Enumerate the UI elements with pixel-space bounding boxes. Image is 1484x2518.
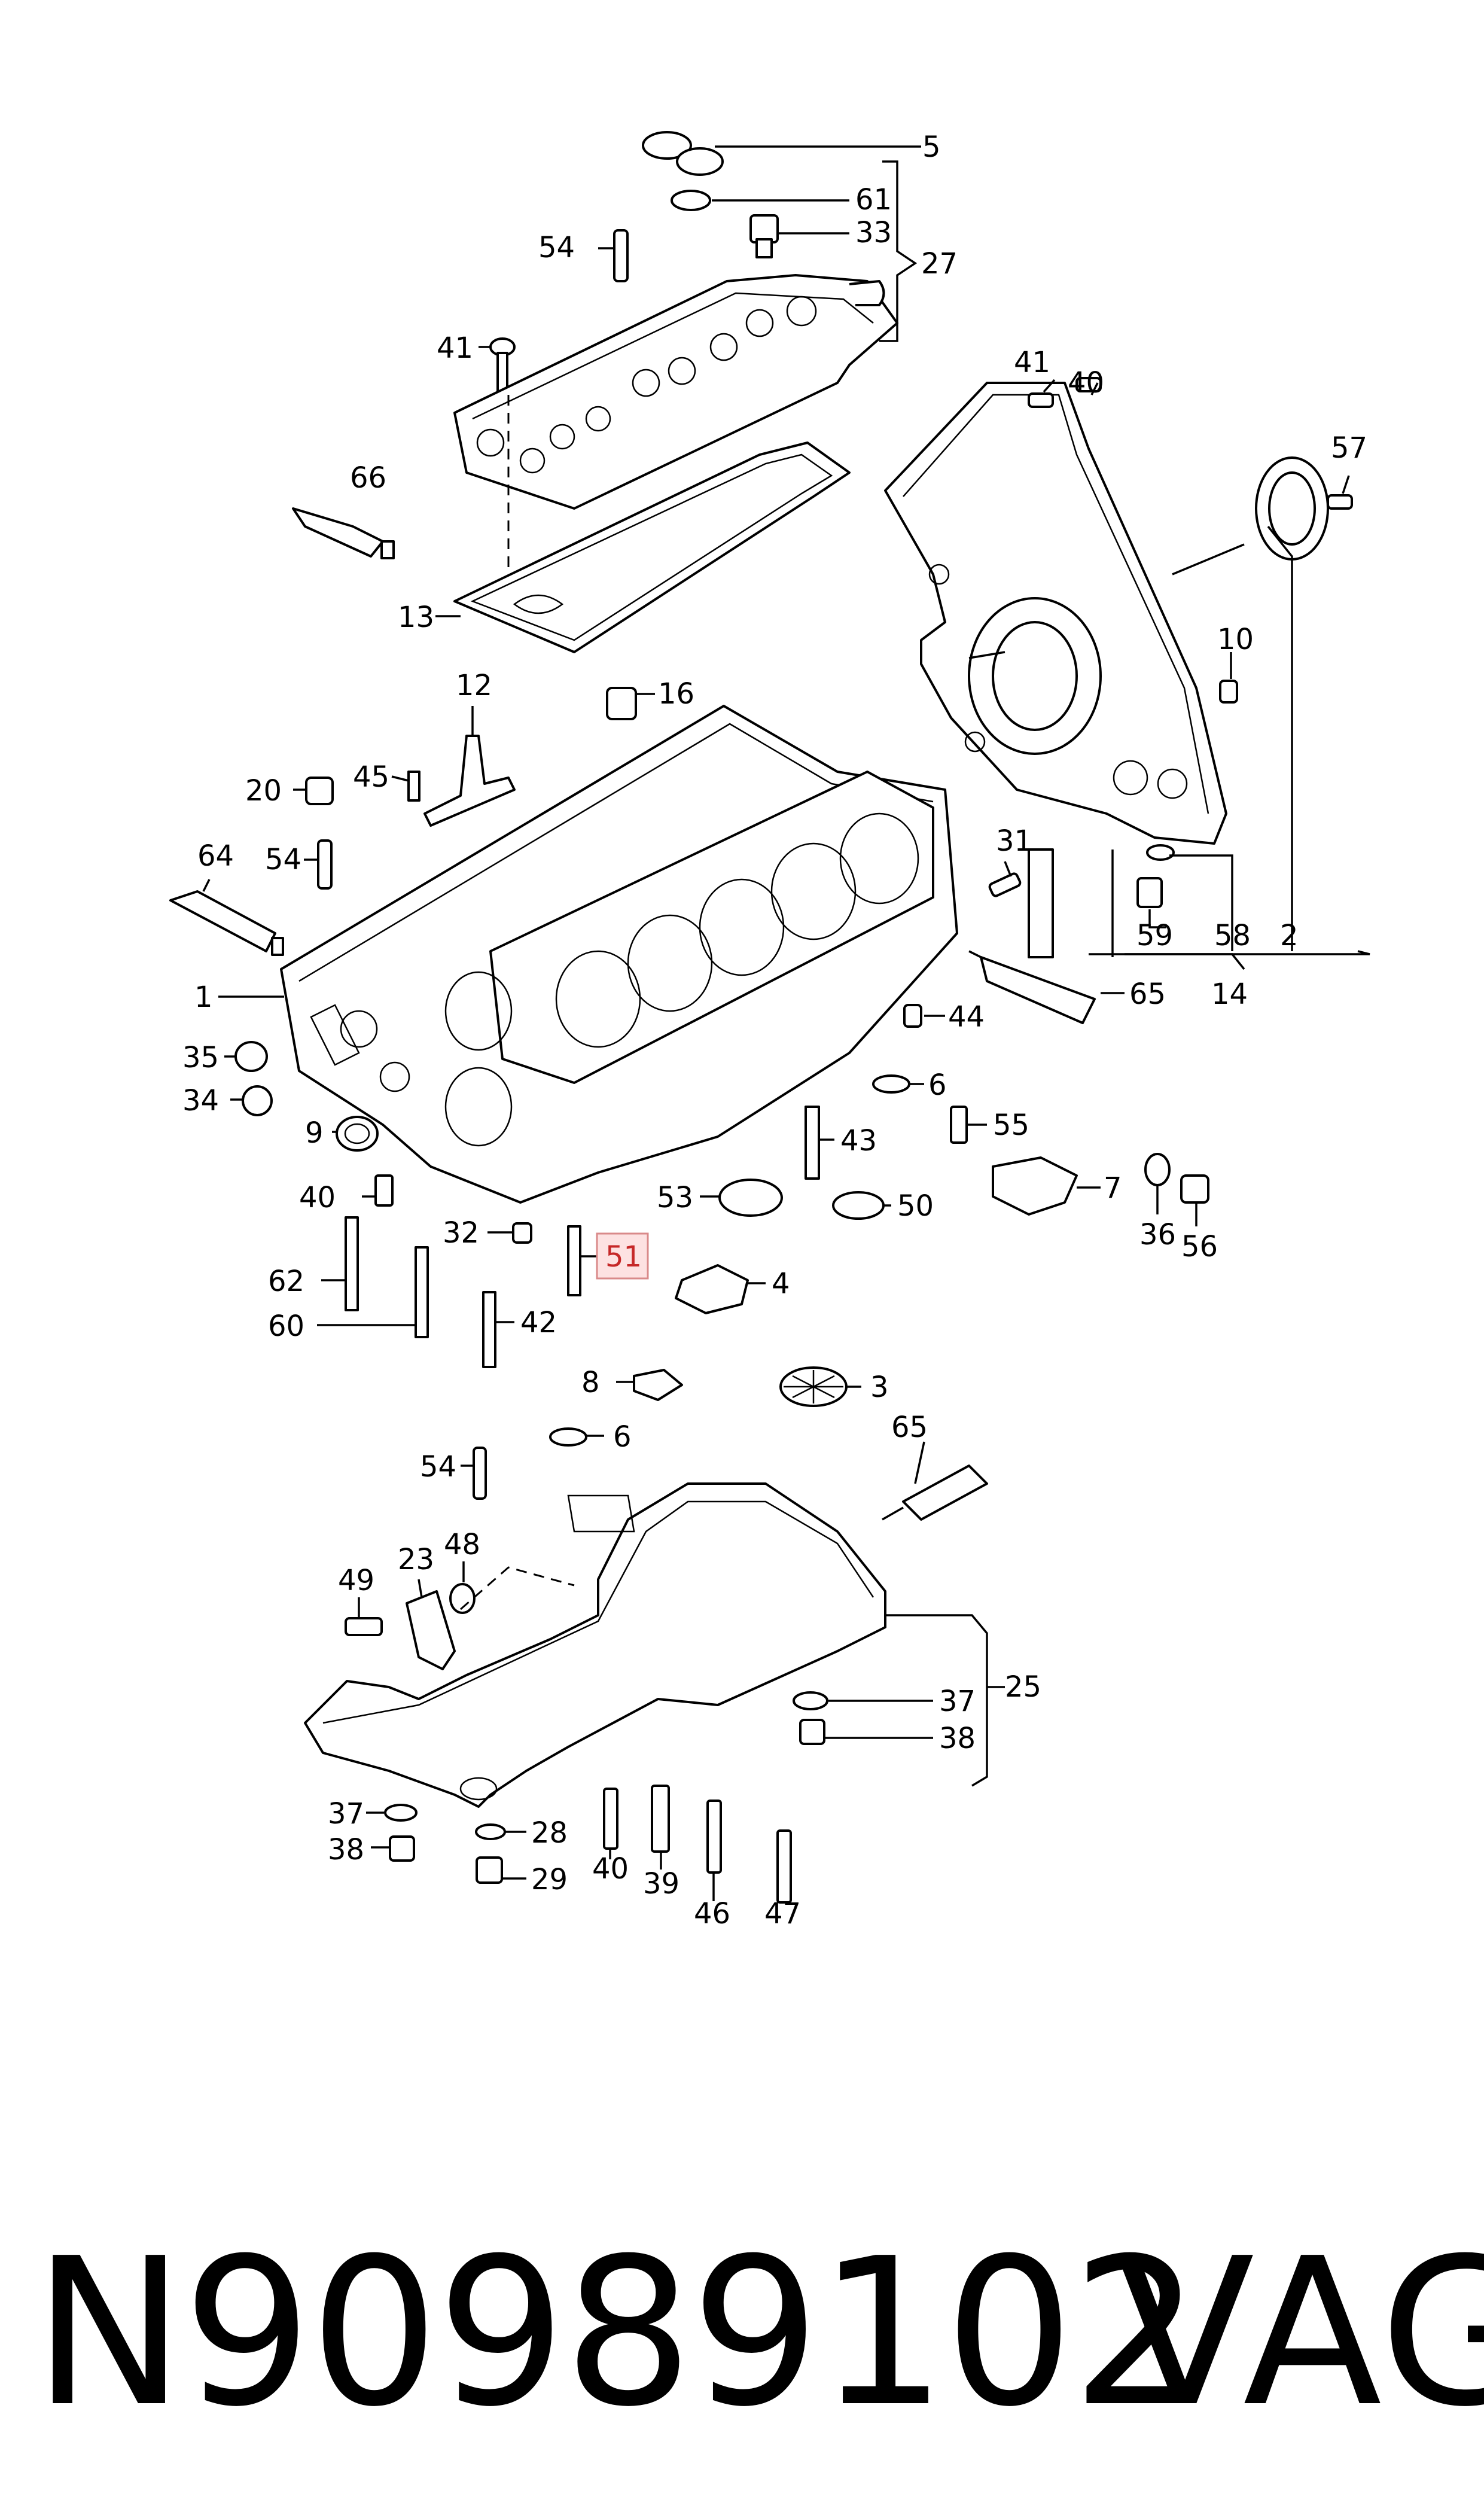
part-number-caption: N90989102 <box>33 2215 1201 2452</box>
leader-lines <box>202 145 1370 1902</box>
callout-54: 54 <box>538 231 575 264</box>
callout-31: 31 <box>996 824 1032 858</box>
callout-56: 56 <box>1181 1230 1218 1263</box>
callout-32: 32 <box>443 1216 479 1250</box>
callout-25: 25 <box>1005 1670 1041 1704</box>
callout-54: 54 <box>420 1450 456 1484</box>
callout-38: 38 <box>939 1722 976 1755</box>
callout-61: 61 <box>855 183 892 217</box>
callout-55: 55 <box>993 1109 1029 1142</box>
callout-45: 45 <box>353 760 389 794</box>
callout-5: 5 <box>922 130 941 164</box>
callout-34: 34 <box>182 1084 219 1118</box>
callout-41: 41 <box>1014 346 1050 379</box>
callout-14: 14 <box>1211 978 1248 1011</box>
callout-37: 37 <box>328 1797 364 1831</box>
part-lower-section-group <box>304 1447 988 1904</box>
callout-28: 28 <box>531 1816 568 1850</box>
brand-caption: VAG <box>1116 2215 1484 2452</box>
callout-1: 1 <box>194 981 213 1014</box>
callout-48: 48 <box>444 1528 480 1561</box>
callout-65: 65 <box>891 1411 928 1444</box>
callout-40: 40 <box>1068 366 1104 400</box>
callout-13: 13 <box>398 601 434 634</box>
callout-10: 10 <box>1217 623 1254 656</box>
callout-20: 20 <box>245 774 282 808</box>
callout-37: 37 <box>939 1685 976 1718</box>
callout-27: 27 <box>921 247 958 281</box>
callout-29: 29 <box>531 1863 568 1896</box>
callout-65: 65 <box>1129 978 1166 1011</box>
callout-62: 62 <box>268 1265 304 1298</box>
callout-53: 53 <box>657 1181 693 1214</box>
callout-7: 7 <box>1104 1171 1122 1205</box>
callout-12: 12 <box>456 669 492 702</box>
callout-labels: 5 61 33 27 54 41 66 13 41 40 57 10 12 16… <box>182 130 1367 1931</box>
callout-57: 57 <box>1331 431 1367 465</box>
callout-6: 6 <box>613 1420 632 1454</box>
callout-58: 58 <box>1214 919 1251 952</box>
callout-47: 47 <box>764 1897 801 1931</box>
callout-42: 42 <box>520 1306 557 1339</box>
callout-60: 60 <box>268 1310 304 1343</box>
part-engine-block-group <box>169 687 1209 1447</box>
callout-46: 46 <box>694 1897 730 1931</box>
callout-38: 38 <box>328 1833 364 1867</box>
callout-50: 50 <box>897 1189 934 1223</box>
part-head-cover-group <box>292 131 898 653</box>
callout-16: 16 <box>658 677 694 711</box>
callout-2: 2 <box>1280 919 1299 952</box>
part-timing-cover-group <box>884 377 1353 1024</box>
callout-3: 3 <box>870 1371 889 1404</box>
callout-9: 9 <box>305 1116 324 1150</box>
callout-6: 6 <box>928 1068 947 1102</box>
callout-40: 40 <box>592 1852 629 1886</box>
callout-23: 23 <box>398 1543 434 1576</box>
callout-54: 54 <box>265 843 301 876</box>
callout-44: 44 <box>948 1000 985 1034</box>
callout-8: 8 <box>581 1366 600 1399</box>
callout-59: 59 <box>1136 919 1173 952</box>
callout-41: 41 <box>437 331 473 365</box>
callout-33: 33 <box>855 216 892 249</box>
callout-35: 35 <box>182 1041 219 1074</box>
callout-4: 4 <box>772 1267 790 1301</box>
callout-39: 39 <box>643 1867 679 1901</box>
callout-51-highlighted: 51 <box>605 1240 642 1274</box>
callout-49: 49 <box>338 1564 374 1597</box>
callout-43: 43 <box>840 1124 877 1158</box>
callout-36: 36 <box>1139 1218 1176 1252</box>
highlight-box-51 <box>596 1232 649 1280</box>
callout-40: 40 <box>299 1181 336 1214</box>
exploded-parts-diagram: 5 61 33 27 54 41 66 13 41 40 57 10 12 16… <box>169 130 1370 1931</box>
callout-64: 64 <box>197 839 234 873</box>
callout-66: 66 <box>350 461 386 495</box>
